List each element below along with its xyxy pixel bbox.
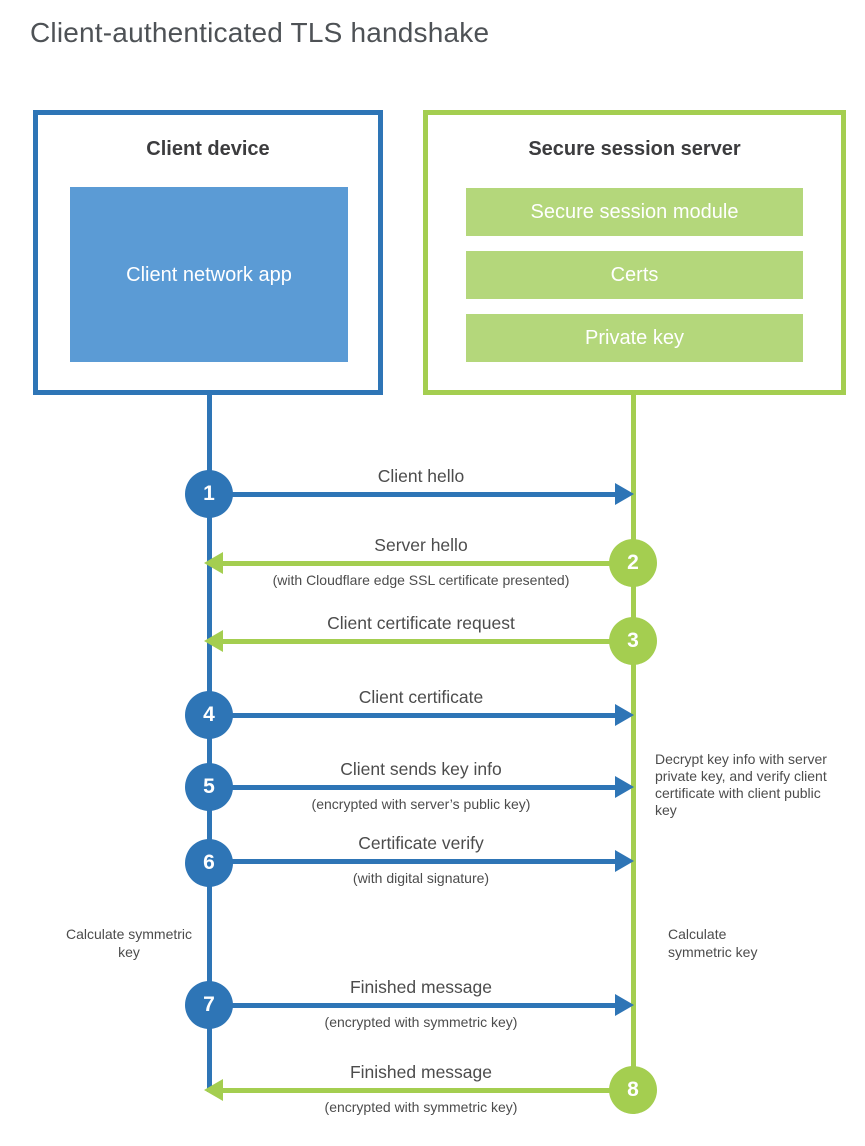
step2-label: Server hello: [374, 535, 468, 555]
page-title: Client-authenticated TLS handshake: [30, 17, 490, 48]
client-network-app-box: Client network app: [70, 187, 348, 362]
server-module-secure-session: Secure session module: [466, 188, 803, 236]
step3-label: Client certificate request: [327, 613, 515, 633]
step5-label: Client sends key info: [340, 759, 502, 779]
decrypt-note: Decrypt key info with server private key…: [655, 751, 827, 818]
step2-subtext: (with Cloudflare edge SSL certificate pr…: [272, 572, 570, 588]
client-lifeline: [207, 393, 212, 1092]
step5-arrow-shaft: [209, 785, 618, 790]
server-module-private-key: Private key: [466, 314, 803, 362]
step1-label: Client hello: [377, 466, 465, 486]
step5-subtext: (encrypted with server’s public key): [311, 796, 531, 812]
step6-arrow-shaft: [209, 859, 618, 864]
step4-label: Client certificate: [358, 687, 484, 707]
step5-circle: 5: [185, 763, 233, 811]
step3-circle: 3: [609, 617, 657, 665]
calculate-symmetric-key-left-note: Calculate symmetric key: [65, 926, 193, 960]
step6-label: Certificate verify: [358, 833, 484, 853]
step8-subtext: (encrypted with symmetric key): [324, 1099, 518, 1115]
step6-subtext: (with digital signature): [352, 870, 490, 886]
step3-arrow-shaft: [223, 639, 633, 644]
step8-label: Finished message: [349, 1062, 493, 1082]
step1-circle: 1: [185, 470, 233, 518]
step7-arrowhead-right-icon: [615, 994, 634, 1016]
step7-circle: 7: [185, 981, 233, 1029]
step8-arrow-shaft: [223, 1088, 633, 1093]
step2-arrow-shaft: [223, 561, 633, 566]
server-module-certs: Certs: [466, 251, 803, 299]
secure-session-server-title: Secure session server: [528, 138, 741, 160]
step7-arrow-shaft: [209, 1003, 618, 1008]
step1-arrow-shaft: [209, 492, 618, 497]
step4-circle: 4: [185, 691, 233, 739]
step1-arrowhead-right-icon: [615, 483, 634, 505]
secure-session-server-box: Secure session server Secure session mod…: [423, 110, 846, 395]
step4-arrow-shaft: [209, 713, 618, 718]
step8-arrowhead-left-icon: [204, 1079, 223, 1101]
step5-arrowhead-right-icon: [615, 776, 634, 798]
client-device-title: Client device: [146, 138, 270, 160]
client-network-app-label: Client network app: [126, 263, 292, 286]
step4-arrowhead-right-icon: [615, 704, 634, 726]
step6-arrowhead-right-icon: [615, 850, 634, 872]
step6-circle: 6: [185, 839, 233, 887]
step7-subtext: (encrypted with symmetric key): [324, 1014, 518, 1030]
step2-arrowhead-left-icon: [204, 552, 223, 574]
server-lifeline: [631, 393, 636, 1092]
client-device-box: Client device Client network app: [33, 110, 383, 395]
step7-label: Finished message: [349, 977, 493, 997]
calculate-symmetric-key-right-note: Calculate symmetric key: [668, 926, 758, 960]
step8-circle: 8: [609, 1066, 657, 1114]
step2-circle: 2: [609, 539, 657, 587]
step3-arrowhead-left-icon: [204, 630, 223, 652]
